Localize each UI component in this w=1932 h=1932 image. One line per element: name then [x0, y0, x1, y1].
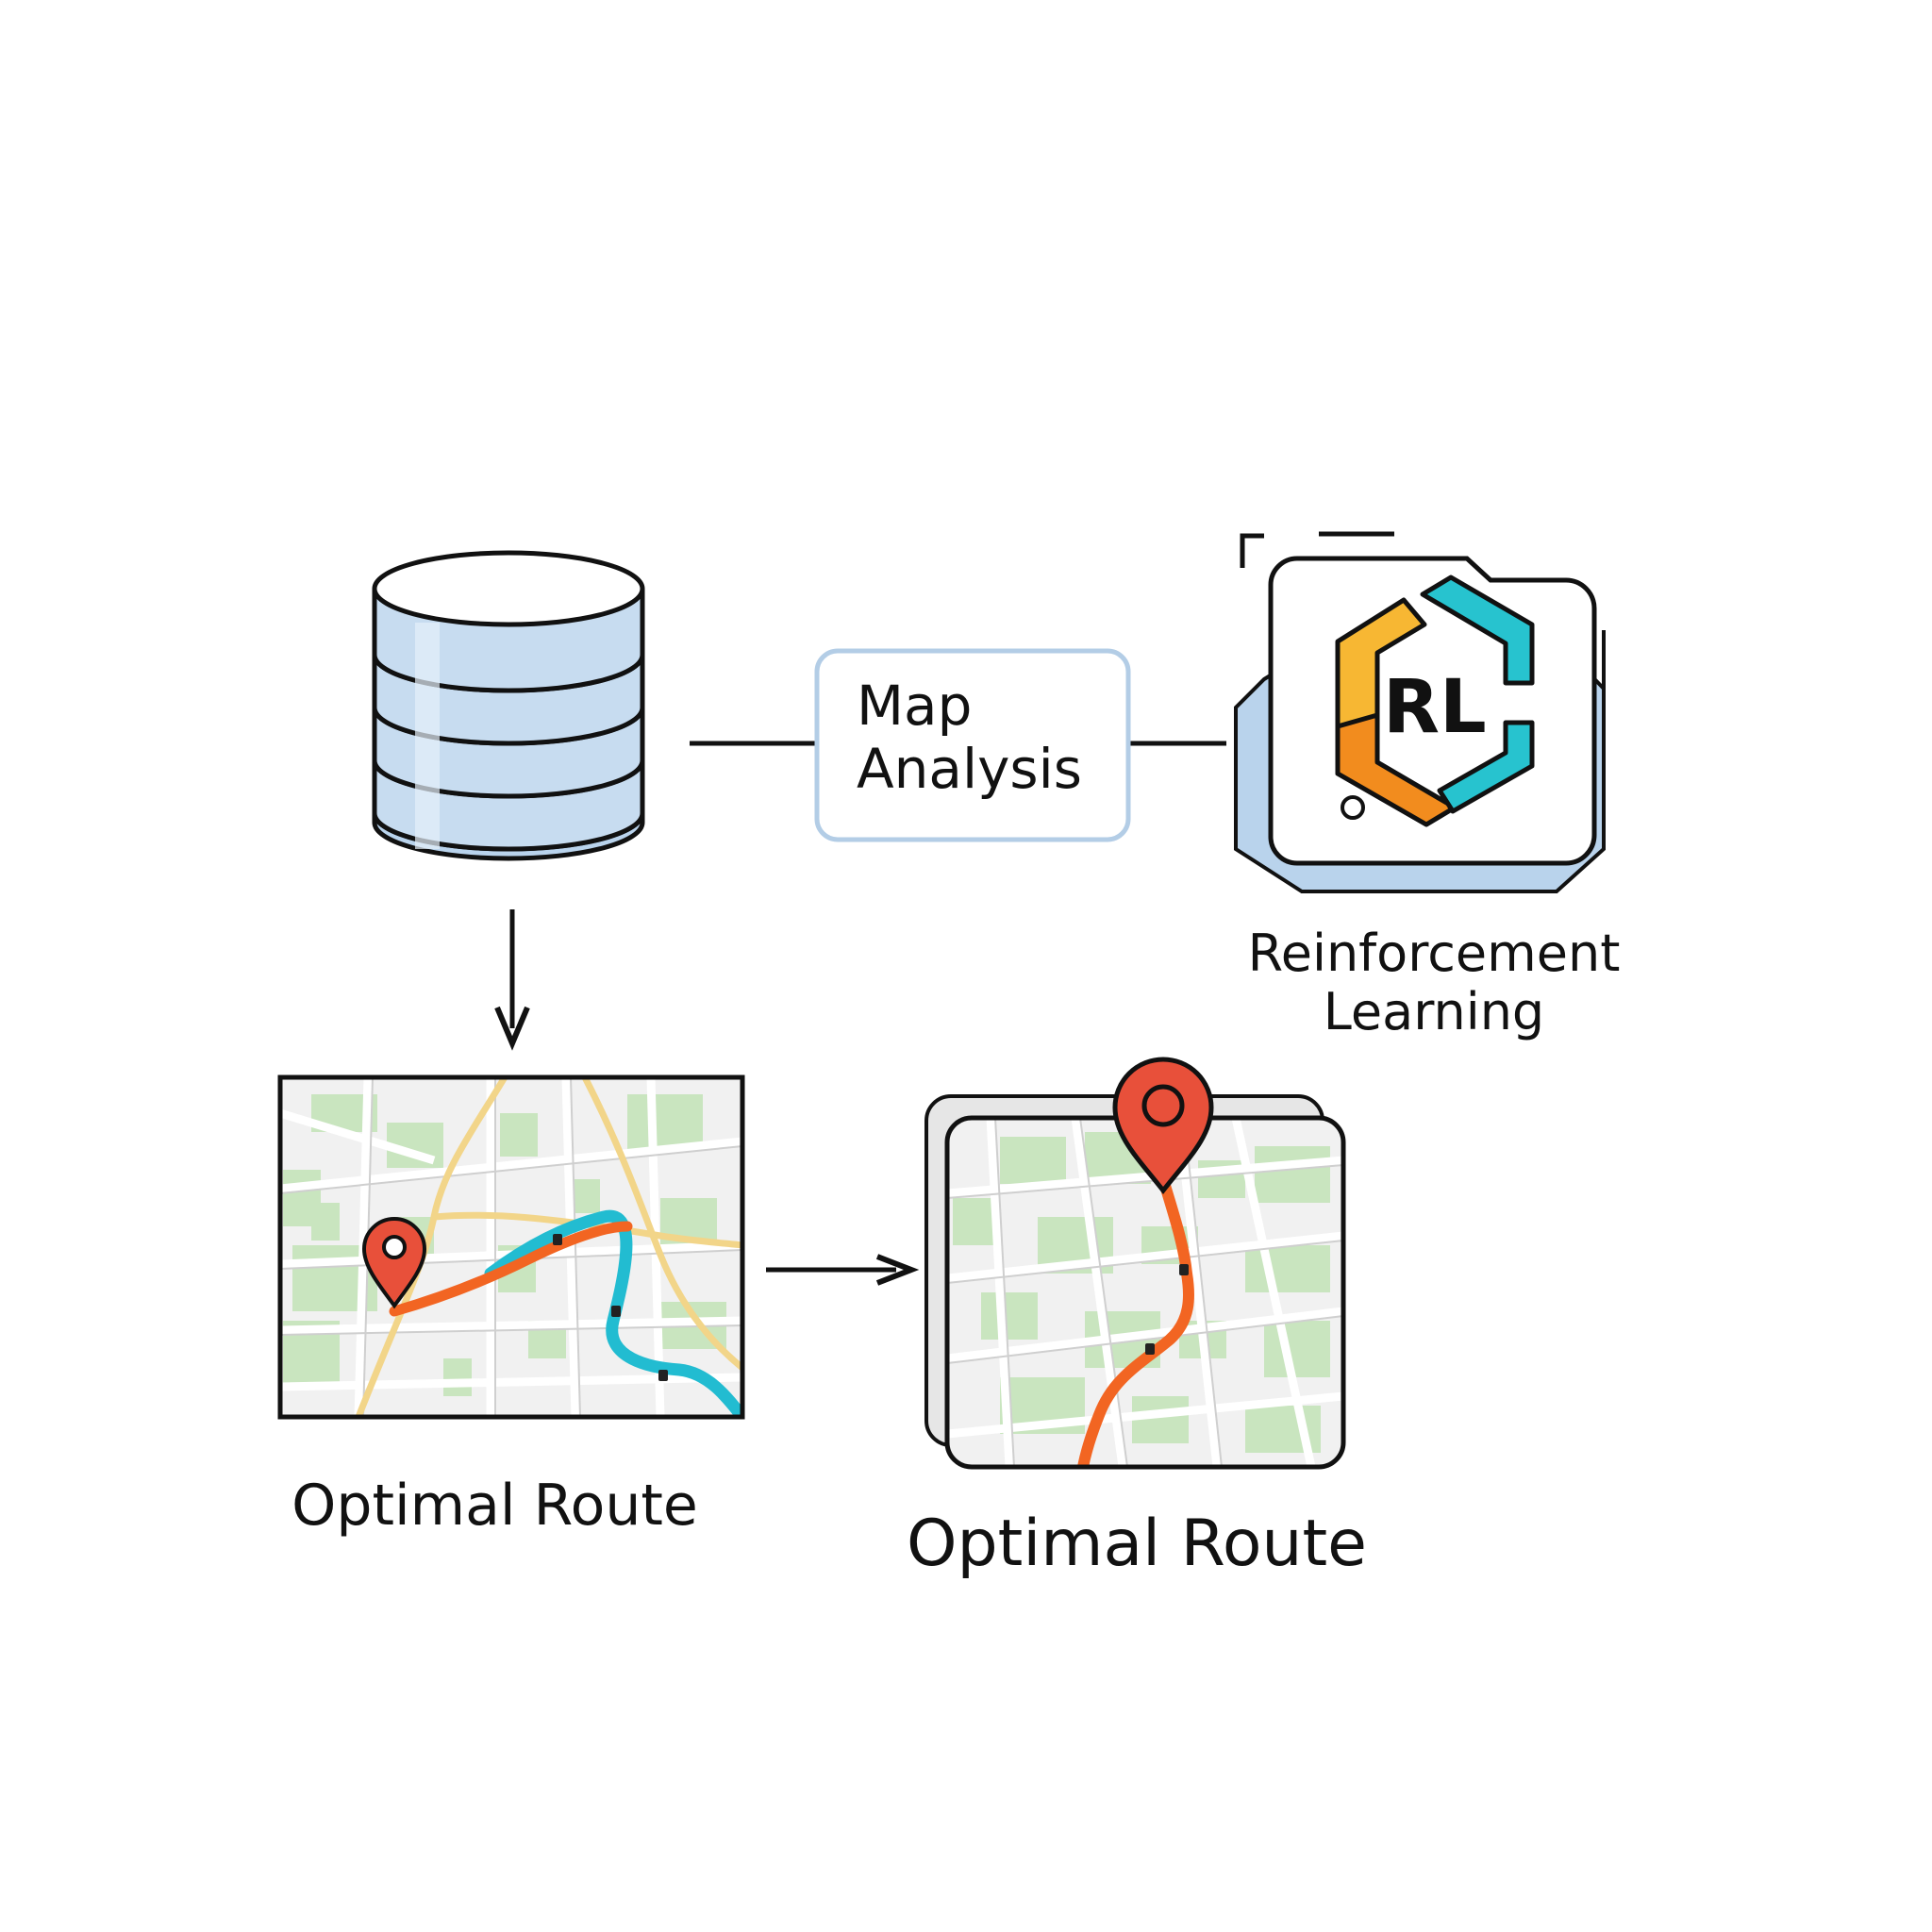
route-map-left — [277, 1074, 745, 1420]
map-analysis-box — [814, 648, 1131, 842]
map-analysis-label: Map Analysis — [857, 675, 1082, 800]
optimal-route-label-right: Optimal Route — [906, 1507, 1368, 1581]
map-analysis-line2: Analysis — [857, 736, 1082, 801]
arrow-left-map-to-right-map — [766, 1254, 920, 1286]
arrow-db-to-map — [494, 909, 530, 1051]
optimal-route-label-left: Optimal Route — [291, 1473, 698, 1539]
database-icon — [372, 550, 645, 861]
reinforcement-learning-label: Reinforcement Learning — [1236, 924, 1632, 1041]
route-map-right — [924, 1057, 1346, 1470]
reinforcement-learning-line2: Learning — [1323, 982, 1545, 1042]
map-analysis-line1: Map — [857, 674, 973, 738]
hexagon-logo-icon — [1335, 575, 1535, 827]
map-pin-icon — [361, 1217, 427, 1309]
map-pin-icon — [1112, 1057, 1214, 1195]
rl-logo-text: RL — [1383, 665, 1487, 750]
reinforcement-learning-line1: Reinforcement — [1247, 924, 1621, 983]
